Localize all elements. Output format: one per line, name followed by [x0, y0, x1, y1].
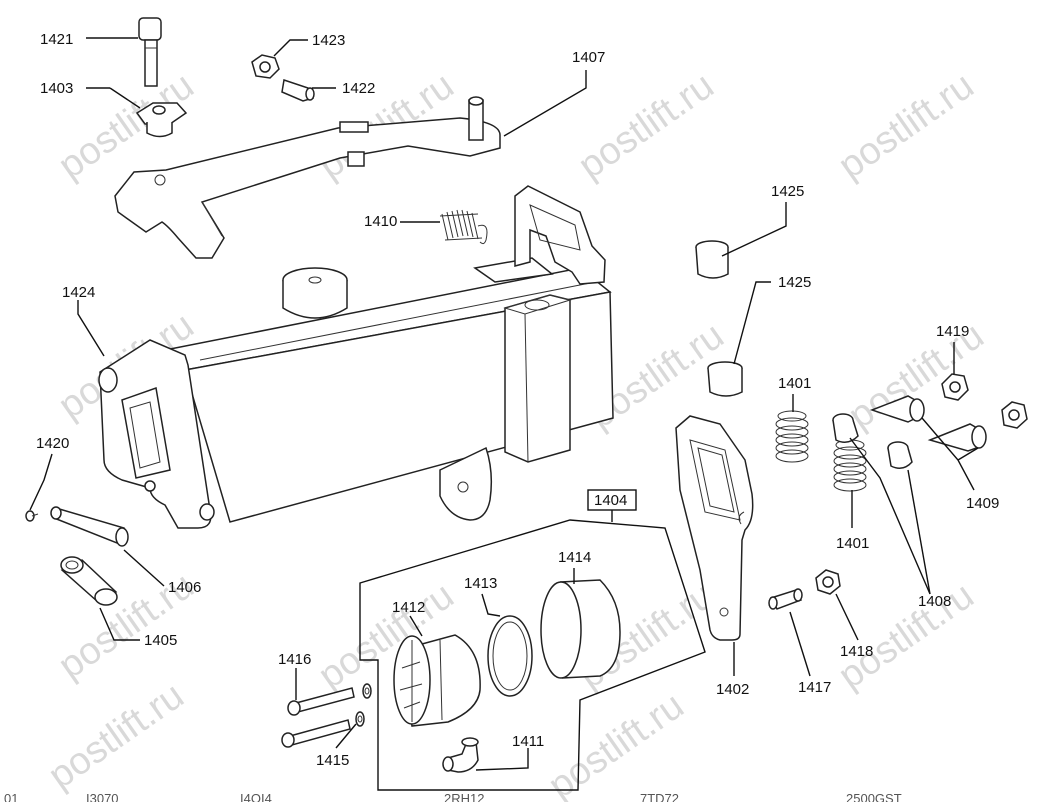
watermark: postlift.ru: [831, 575, 981, 698]
part-1401-spring-upper: [775, 410, 809, 463]
callout-1415: 1415: [316, 752, 349, 769]
callout-1424: 1424: [62, 284, 95, 301]
part-1409-cone-pin-upper: [869, 395, 925, 423]
callout-1413: 1413: [464, 575, 497, 592]
callout-1420: 1420: [36, 435, 69, 452]
callout-1423: 1423: [312, 32, 345, 49]
callout-1404: 1404: [594, 492, 627, 509]
callout-1402: 1402: [716, 681, 749, 698]
callout-1412: 1412: [392, 599, 425, 616]
callout-1408: 1408: [918, 593, 951, 610]
callout-1414: 1414: [558, 549, 591, 566]
part-1411-elbow-fitting: [442, 737, 479, 773]
part-1421-cap-screw: [138, 17, 162, 87]
watermark: postlift.ru: [831, 65, 981, 188]
callout-1419: 1419: [936, 323, 969, 340]
part-1414-piston: [540, 579, 621, 679]
part-1410-spring: [439, 209, 488, 245]
part-1422-pin: [281, 79, 315, 102]
part-1418-nut: [815, 569, 841, 595]
callout-1421: 1421: [40, 31, 73, 48]
bottom-strip: 01 I3070 I4OI4 2RH12 7TD72 2500GST: [4, 791, 902, 802]
part-1419-nut-left: [941, 373, 969, 401]
callout-1404-box: [587, 489, 637, 511]
leader-lines: [29, 37, 979, 771]
callout-1425-lower: 1425: [778, 274, 811, 291]
part-1425-bushing-upper: [695, 240, 729, 279]
part-1401-spring-lower: [833, 439, 867, 492]
assembly-1404-boundary: [359, 519, 706, 791]
part-1413-seal-ring: [487, 615, 533, 697]
part-1425-bushing-lower: [707, 361, 743, 397]
part-1407-lock-lever: [114, 96, 501, 259]
callout-1401-lower: 1401: [836, 535, 869, 552]
part-1412-cylinder-head: [393, 634, 481, 727]
callout-1407: 1407: [572, 49, 605, 66]
part-1403-spacer: [135, 102, 188, 138]
part-1402-lock-plate: [675, 415, 754, 641]
callout-1411: 1411: [512, 733, 544, 750]
part-1408-sleeve-lower: [887, 441, 913, 469]
part-1408-sleeve-upper: [832, 413, 859, 443]
callout-1403: 1403: [40, 80, 73, 97]
callout-labels: 1421 1423 1403 1422 1407 1410 1425 1425 …: [36, 31, 999, 769]
part-1424-housing: [98, 185, 614, 529]
callout-1406: 1406: [168, 579, 201, 596]
callout-1410: 1410: [364, 213, 397, 230]
part-1416-screw-lower: [281, 719, 351, 748]
part-1416-screw-upper: [287, 687, 355, 716]
part-1406-long-pin: [50, 506, 129, 547]
part-1409-cone-pin-lower: [927, 423, 987, 452]
bottom-strip-item: 7TD72: [640, 791, 679, 802]
part-1415-washer-lower: [355, 711, 365, 727]
callout-1405: 1405: [144, 632, 177, 649]
watermark: postlift.ru: [41, 675, 191, 798]
part-1417-pin: [768, 588, 803, 610]
bottom-strip-item: I3070: [86, 791, 119, 802]
callout-1416: 1416: [278, 651, 311, 668]
part-1405-sleeve: [60, 556, 118, 606]
bottom-strip-item: 01: [4, 791, 18, 802]
part-1423-nut: [251, 54, 280, 79]
callout-1418: 1418: [840, 643, 873, 660]
bottom-strip-item: 2500GST: [846, 791, 902, 802]
callout-1409: 1409: [966, 495, 999, 512]
callout-1401-upper: 1401: [778, 375, 811, 392]
callout-1425-upper: 1425: [771, 183, 804, 200]
part-1415-washer-upper: [362, 683, 372, 699]
bottom-strip-item: I4OI4: [240, 791, 272, 802]
part-1419-nut-right: [1001, 401, 1028, 429]
watermark: postlift.ru: [541, 685, 691, 802]
callout-1422: 1422: [342, 80, 375, 97]
watermark: postlift.ru: [571, 65, 721, 188]
part-1420-fitting: [25, 510, 39, 522]
bottom-strip-item: 2RH12: [444, 791, 484, 802]
callout-1417: 1417: [798, 679, 831, 696]
